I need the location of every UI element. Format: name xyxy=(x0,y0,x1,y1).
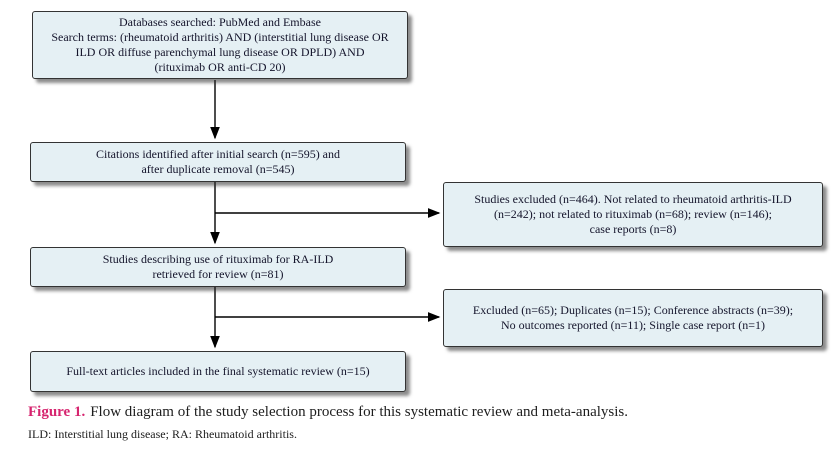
included-articles-box: Full-text articles included in the final… xyxy=(30,351,406,392)
fulltext-excluded-box: Excluded (n=65); Duplicates (n=15); Conf… xyxy=(443,289,823,347)
citations-identified-box: Citations identified after initial searc… xyxy=(30,142,406,182)
figure-caption: Figure 1.Flow diagram of the study selec… xyxy=(28,404,628,421)
figure-caption-text: Flow diagram of the study selection proc… xyxy=(90,404,628,420)
studies-excluded-box: Studies excluded (n=464). Not related to… xyxy=(443,182,823,247)
search-strategy-box: Databases searched: PubMed and Embase Se… xyxy=(32,11,408,79)
studies-retrieved-box: Studies describing use of rituximab for … xyxy=(30,247,406,287)
figure-label: Figure 1. xyxy=(28,404,86,420)
figure-footnote: ILD: Interstitial lung disease; RA: Rheu… xyxy=(28,427,297,441)
